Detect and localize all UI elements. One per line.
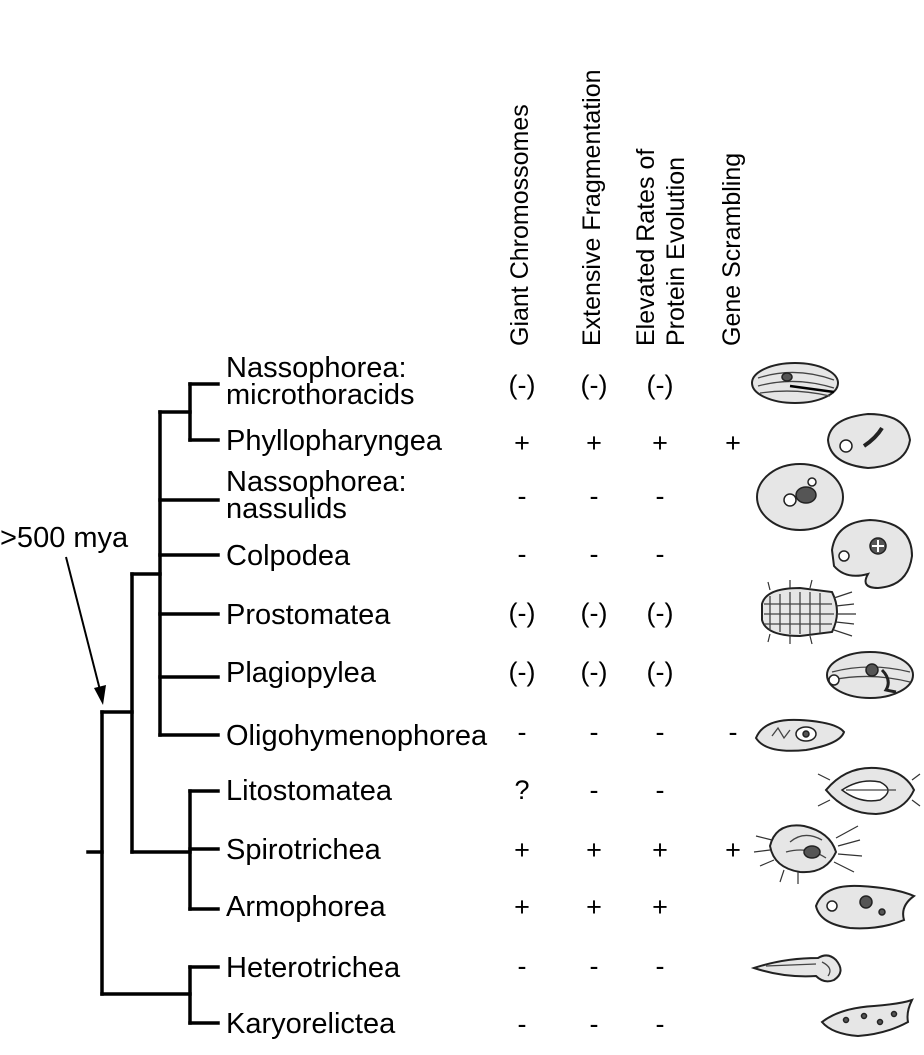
state-mark-extensive-fragmentation: -	[590, 1009, 599, 1039]
phylogenetic-tree	[86, 382, 220, 1025]
phyllopharyngea-cell-icon	[826, 412, 912, 470]
state-mark-giant-chromosomes: (-)	[509, 598, 536, 628]
state-mark-elevated-rates: (-)	[647, 598, 674, 628]
state-mark-giant-chromosomes: (-)	[509, 370, 536, 400]
state-mark-giant-chromosomes: +	[514, 428, 530, 458]
column-header-gene-scrambling: Gene Scrambling	[718, 153, 746, 346]
colpodea-cell-icon	[830, 518, 914, 590]
state-mark-giant-chromosomes: -	[518, 717, 527, 747]
taxon-label-prostomatea: Prostomatea	[226, 599, 391, 631]
column-header-extensive-fragmentation: Extensive Fragmentation	[578, 69, 606, 346]
state-mark-gene-scrambling: -	[729, 717, 738, 747]
state-mark-giant-chromosomes: -	[518, 481, 527, 511]
plagiopylea-cell-icon	[826, 651, 914, 699]
state-mark-elevated-rates: -	[656, 951, 665, 981]
taxon-label-nassophorea-nassulids: Nassophorea: nassulids	[226, 466, 415, 525]
state-mark-giant-chromosomes: (-)	[509, 657, 536, 687]
litostomatea-cell-icon	[817, 766, 921, 816]
taxon-label-spirotrichea: Spirotrichea	[226, 834, 382, 866]
state-mark-elevated-rates: -	[656, 539, 665, 569]
state-mark-elevated-rates: -	[656, 717, 665, 747]
state-mark-elevated-rates: +	[652, 892, 668, 922]
taxon-label-phyllopharyngea: Phyllopharyngea	[226, 425, 443, 457]
age-label: >500 mya	[0, 522, 129, 554]
column-header-elevated-rates: Elevated Rates of Protein Evolution	[632, 142, 690, 346]
state-mark-giant-chromosomes: -	[518, 539, 527, 569]
state-mark-extensive-fragmentation: -	[590, 717, 599, 747]
state-mark-elevated-rates: +	[652, 835, 668, 865]
prostomatea-cell-icon	[761, 579, 856, 645]
state-mark-giant-chromosomes: ?	[514, 775, 529, 805]
state-mark-elevated-rates: -	[656, 1009, 665, 1039]
state-mark-extensive-fragmentation: -	[590, 951, 599, 981]
state-mark-elevated-rates: -	[656, 481, 665, 511]
column-headers: Giant Chromossomes Extensive Fragmentati…	[506, 69, 746, 346]
column-header-giant-chromosomes: Giant Chromossomes	[506, 104, 534, 346]
microthoracid-cell-icon	[751, 362, 839, 404]
armophorea-cell-icon	[814, 884, 917, 930]
state-mark-extensive-fragmentation: -	[590, 539, 599, 569]
state-mark-extensive-fragmentation: +	[586, 835, 602, 865]
state-mark-extensive-fragmentation: -	[590, 775, 599, 805]
taxon-label-plagiopylea: Plagiopylea	[226, 657, 377, 689]
age-arrow	[65, 556, 106, 705]
state-mark-gene-scrambling: +	[725, 428, 741, 458]
state-mark-extensive-fragmentation: +	[586, 892, 602, 922]
taxon-labels: Nassophorea: microthoracids Phyllopharyn…	[226, 352, 488, 1040]
taxon-label-litostomatea: Litostomatea	[226, 775, 393, 807]
nassulid-cell-icon	[756, 463, 844, 531]
state-mark-extensive-fragmentation: (-)	[581, 657, 608, 687]
taxon-label-karyorelictea: Karyorelictea	[226, 1008, 396, 1040]
taxon-label-nassophorea-microthoracids: Nassophorea: microthoracids	[226, 352, 415, 411]
state-mark-elevated-rates: (-)	[647, 370, 674, 400]
character-state-matrix: (-) (-) (-) + + + + - - - - - - (-) (-) (-) (-) (-) (-) - - -…	[509, 370, 741, 1039]
spirotrichea-cell-icon	[753, 824, 863, 884]
state-mark-elevated-rates: +	[652, 428, 668, 458]
state-mark-giant-chromosomes: -	[518, 951, 527, 981]
state-mark-elevated-rates: -	[656, 775, 665, 805]
cell-illustrations	[750, 362, 921, 1038]
state-mark-giant-chromosomes: -	[518, 1009, 527, 1039]
state-mark-extensive-fragmentation: -	[590, 481, 599, 511]
taxon-label-colpodea: Colpodea	[226, 540, 351, 572]
karyorelictea-cell-icon	[820, 998, 914, 1038]
taxon-label-oligohymenophorea: Oligohymenophorea	[226, 720, 488, 752]
state-mark-extensive-fragmentation: +	[586, 428, 602, 458]
state-mark-giant-chromosomes: +	[514, 835, 530, 865]
state-mark-extensive-fragmentation: (-)	[581, 370, 608, 400]
state-mark-elevated-rates: (-)	[647, 657, 674, 687]
oligohymenophorea-cell-icon	[754, 718, 846, 752]
state-mark-extensive-fragmentation: (-)	[581, 598, 608, 628]
taxon-label-heterotrichea: Heterotrichea	[226, 952, 401, 984]
heterotrichea-cell-icon	[750, 954, 842, 983]
state-mark-giant-chromosomes: +	[514, 892, 530, 922]
taxon-label-armophorea: Armophorea	[226, 891, 386, 923]
state-mark-gene-scrambling: +	[725, 835, 741, 865]
